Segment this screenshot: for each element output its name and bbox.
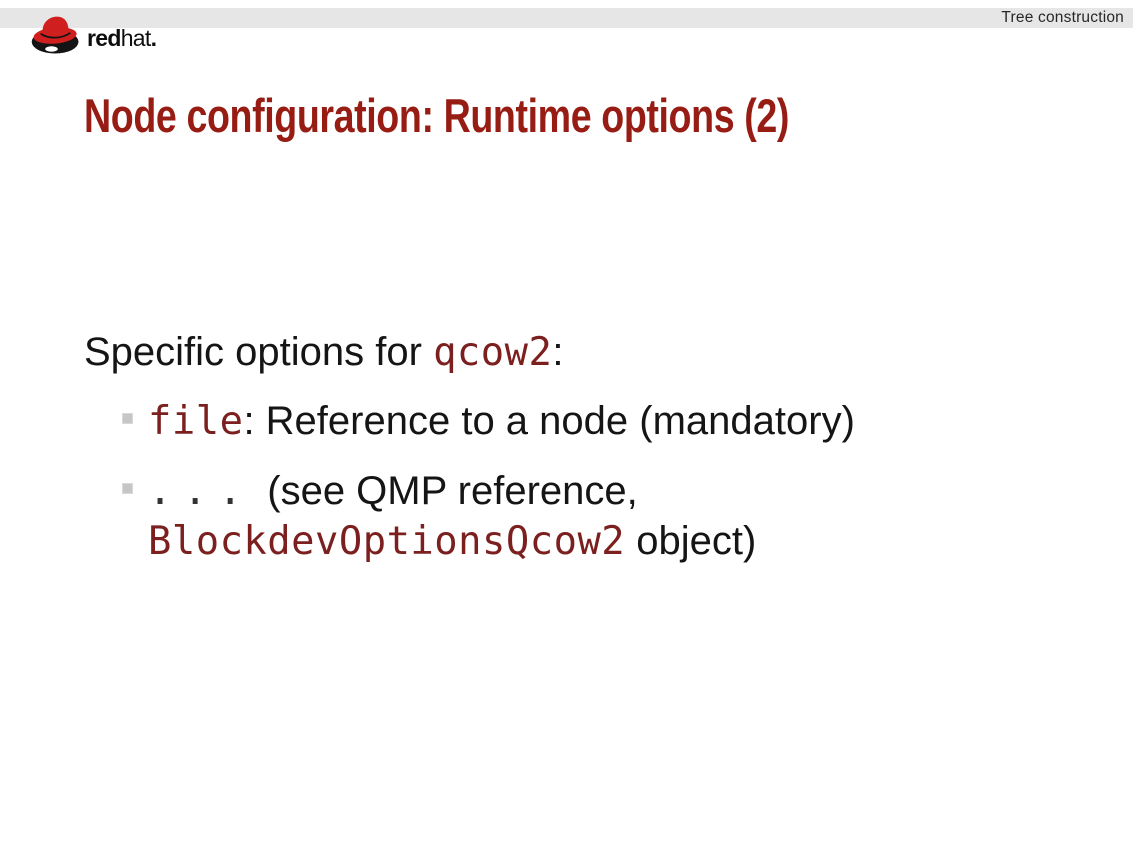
bullet-dots-line1-text: (see QMP reference, bbox=[267, 469, 638, 513]
bullet-text: file: Reference to a node (mandatory) bbox=[148, 396, 855, 447]
code-blockdevoptionsqcow2: BlockdevOptionsQcow2 bbox=[148, 519, 626, 564]
intro-suffix: : bbox=[552, 330, 564, 374]
bullet-dots-line2: BlockdevOptionsQcow2 object) bbox=[148, 516, 756, 567]
bullet-square-icon bbox=[122, 413, 133, 424]
redhat-fedora-icon bbox=[31, 16, 79, 54]
intro-code-qcow2: qcow2 bbox=[433, 330, 553, 375]
wordmark-red: red bbox=[87, 25, 121, 51]
bullet-file-rest: : Reference to a node (mandatory) bbox=[243, 399, 855, 443]
intro-prefix: Specific options for bbox=[84, 330, 434, 374]
wordmark-period: . bbox=[150, 25, 157, 51]
bullet-dots-line1: ... (see QMP reference, bbox=[148, 466, 756, 516]
redhat-logo: redhat. bbox=[27, 13, 157, 58]
code-file: file bbox=[148, 399, 244, 444]
intro-line: Specific options for qcow2: bbox=[84, 330, 563, 375]
wordmark-hat: hat bbox=[120, 25, 152, 51]
ellipsis-dots: ... bbox=[148, 468, 254, 514]
bullet-dots-line2-text: object) bbox=[625, 519, 757, 563]
slide-title: Node configuration: Runtime options (2) bbox=[84, 89, 790, 142]
bullet-item-dots: ... (see QMP reference, BlockdevOptionsQc… bbox=[122, 466, 756, 567]
section-header-band: Tree construction bbox=[0, 8, 1133, 28]
bullet-text: ... (see QMP reference, BlockdevOptionsQc… bbox=[148, 466, 756, 567]
section-label: Tree construction bbox=[1001, 9, 1124, 26]
bullet-square-icon bbox=[122, 483, 133, 494]
bullet-item-file: file: Reference to a node (mandatory) bbox=[122, 396, 855, 447]
redhat-wordmark: redhat. bbox=[85, 25, 157, 58]
